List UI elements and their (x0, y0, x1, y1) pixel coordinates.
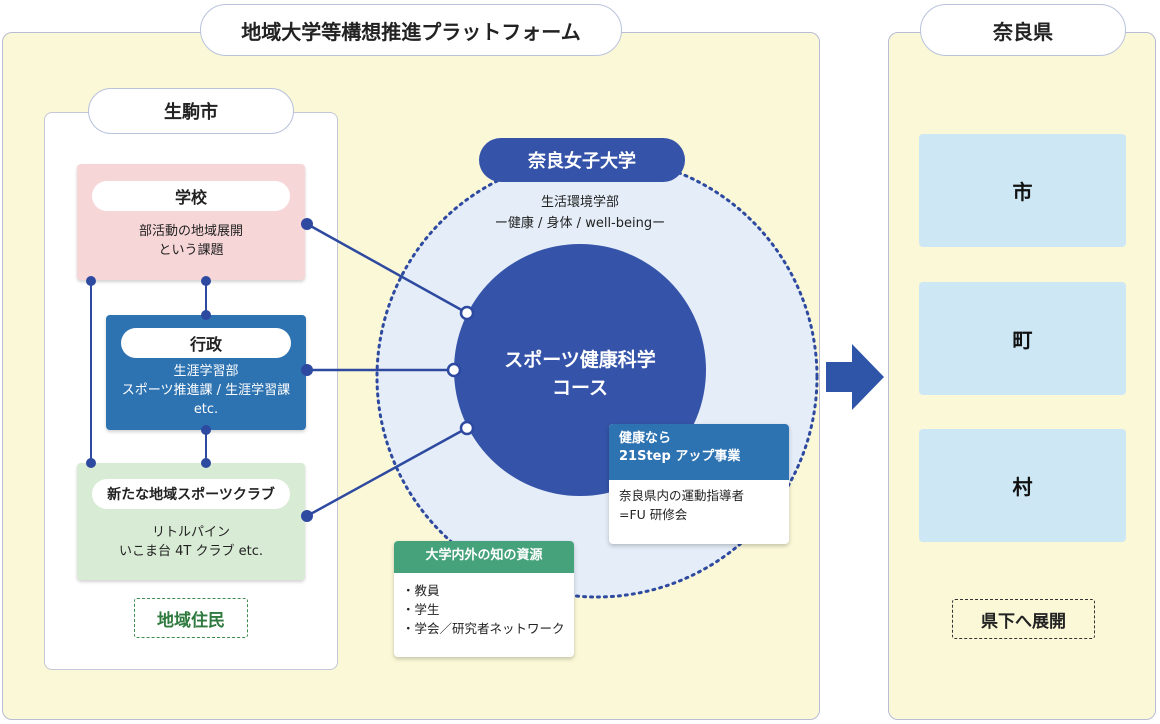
resources-item: ・教員 (402, 583, 440, 598)
municipality-village: 村 (919, 429, 1126, 542)
project-box: 健康なら 21Step アップ事業 奈良県内の運動指導者 =FU 研修会 (609, 424, 789, 544)
link-school-course (306, 222, 468, 315)
dot-admin-top (201, 310, 211, 320)
university-faculty: 生活環境学部 (540, 195, 619, 210)
dot-club-top (201, 458, 211, 468)
university-subtitle: ー健康 / 身体 / well-beingー (494, 216, 666, 231)
dot-course-lower (459, 420, 475, 436)
admin-title: 行政 (121, 328, 291, 358)
prefecture-title: 奈良県 (920, 4, 1126, 56)
admin-body: 生涯学習部 スポーツ推進課 / 生涯学習課 etc. (121, 364, 291, 417)
course-title-line2: コース (551, 377, 609, 399)
project-body: 奈良県内の運動指導者 =FU 研修会 (619, 488, 745, 522)
university-name: 奈良女子大学 (479, 138, 685, 182)
course-title-line1: スポーツ健康科学 (504, 349, 656, 371)
resources-list: ・教員 ・学生 ・学会／研究者ネットワーク (394, 573, 574, 646)
resources-header: 大学内外の知の資源 (394, 541, 574, 573)
dot-course-upper (459, 305, 475, 321)
dot-club-right (301, 510, 313, 522)
resources-item: ・学生 (402, 602, 440, 617)
ikoma-title: 生駒市 (88, 88, 294, 134)
link-club-course (306, 426, 468, 518)
right-arrow-icon (826, 344, 884, 410)
municipality-town: 町 (919, 282, 1126, 395)
club-title: 新たな地域スポーツクラブ (92, 479, 290, 509)
project-header: 健康なら 21Step アップ事業 (609, 424, 789, 480)
residents-box: 地域住民 (134, 598, 248, 638)
dot-admin-right (301, 364, 313, 376)
dot-course-middle (446, 362, 462, 378)
expansion-box: 県下へ展開 (952, 599, 1095, 639)
dot-school-right (301, 218, 313, 230)
school-title: 学校 (92, 181, 290, 211)
dot-club-left (86, 458, 96, 468)
municipality-city: 市 (919, 134, 1126, 247)
dot-admin-bottom (201, 425, 211, 435)
school-body: 部活動の地域展開 という課題 (138, 224, 243, 258)
resources-box: 大学内外の知の資源 ・教員 ・学生 ・学会／研究者ネットワーク (394, 541, 574, 657)
dot-school-left (86, 276, 96, 286)
platform-title: 地域大学等構想推進プラットフォーム (200, 4, 622, 56)
club-body: リトルパイン いこま台 4T クラブ etc. (119, 525, 263, 559)
resources-item: ・学会／研究者ネットワーク (402, 621, 565, 636)
dot-school-bottom (201, 276, 211, 286)
